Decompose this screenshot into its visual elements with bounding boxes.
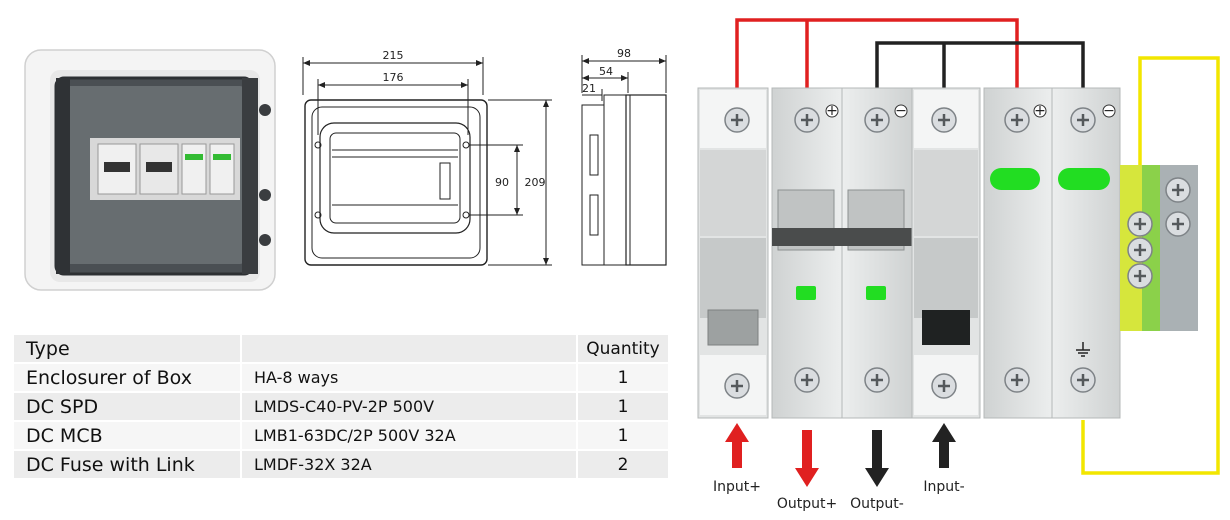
cell-model: LMB1-63DC/2P 500V 32A [240,422,576,449]
dim-front-width: 215 [383,49,404,62]
screw-icon [724,373,750,399]
screw-icon [1165,177,1191,203]
screw-icon [1004,367,1030,393]
header-quantity: Quantity [576,335,668,362]
table-row: Enclosurer of Box HA-8 ways 1 [14,364,668,391]
side-dimension-drawing: 98 54 21 [581,47,667,266]
table-row: DC SPD LMDS-C40-PV-2P 500V 1 [14,393,668,420]
label-input-minus: Input- [923,479,964,495]
cell-model: LMDS-C40-PV-2P 500V [240,393,576,420]
screw-icon [794,367,820,393]
cell-model: LMDF-32X 32A [240,451,576,478]
positive-wire [735,18,1019,100]
screw-icon [724,107,750,133]
table-header-row: Type Quantity [14,335,668,362]
cell-quantity: 1 [576,364,668,391]
dim-height-inner: 90 [495,176,509,189]
screw-icon [864,107,890,133]
polarity-markings: + − + − [825,103,1116,119]
input-minus-arrow-icon [932,423,956,468]
screw-icon [1127,263,1153,289]
dim-front-inner-width: 176 [383,71,404,84]
dc-spd [983,87,1121,419]
dim-side-depth: 98 [617,47,631,60]
spd-indicator [990,168,1040,190]
svg-text:+: + [1034,103,1046,119]
label-output-minus: Output- [850,496,904,512]
dc-mcb [771,87,913,419]
screw-icon [931,373,957,399]
output-plus-arrow-icon [795,430,819,487]
cell-type: DC SPD [14,393,240,420]
ground-wire [1081,56,1220,475]
cell-quantity: 1 [576,393,668,420]
table-row: DC Fuse with Link LMDF-32X 32A 2 [14,451,668,478]
front-dimension-drawing: 215 176 90 209 [302,49,552,266]
dim-side-depth-small: 21 [582,82,596,95]
screw-icon [1070,367,1096,393]
label-output-plus: Output+ [777,496,837,512]
dim-height-total: 209 [525,176,546,189]
cell-type: DC MCB [14,422,240,449]
cell-type: DC Fuse with Link [14,451,240,478]
screw-icon [1165,211,1191,237]
ground-symbol-icon [1076,342,1090,357]
dc-fuse-holder-positive [697,87,769,419]
screw-icon [794,107,820,133]
table-row: DC MCB LMB1-63DC/2P 500V 32A 1 [14,422,668,449]
output-minus-arrow-icon [865,430,889,487]
input-plus-arrow-icon [725,423,749,468]
header-type: Type [14,335,240,362]
spd-indicator [1058,168,1110,190]
cell-quantity: 2 [576,451,668,478]
screw-icon [1070,107,1096,133]
screw-icon [1127,211,1153,237]
cell-quantity: 1 [576,422,668,449]
screw-icon [1004,107,1030,133]
cell-type: Enclosurer of Box [14,364,240,391]
screw-icon [1127,237,1153,263]
svg-text:−: − [1103,103,1115,119]
svg-text:+: + [826,103,838,119]
dc-fuse-holder-negative [911,87,981,419]
dim-side-depth-mid: 54 [599,65,613,78]
header-model [240,335,576,362]
svg-text:−: − [895,103,907,119]
terminal-screws [724,107,1191,399]
enclosure-photo [24,49,276,291]
wiring-diagram: + − + − Input+ Output+ Output- Input- [697,18,1220,512]
screw-icon [864,367,890,393]
screw-icon [931,107,957,133]
components-table: Type Quantity Enclosurer of Box HA-8 way… [14,333,668,480]
cell-model: HA-8 ways [240,364,576,391]
label-input-plus: Input+ [713,479,761,495]
